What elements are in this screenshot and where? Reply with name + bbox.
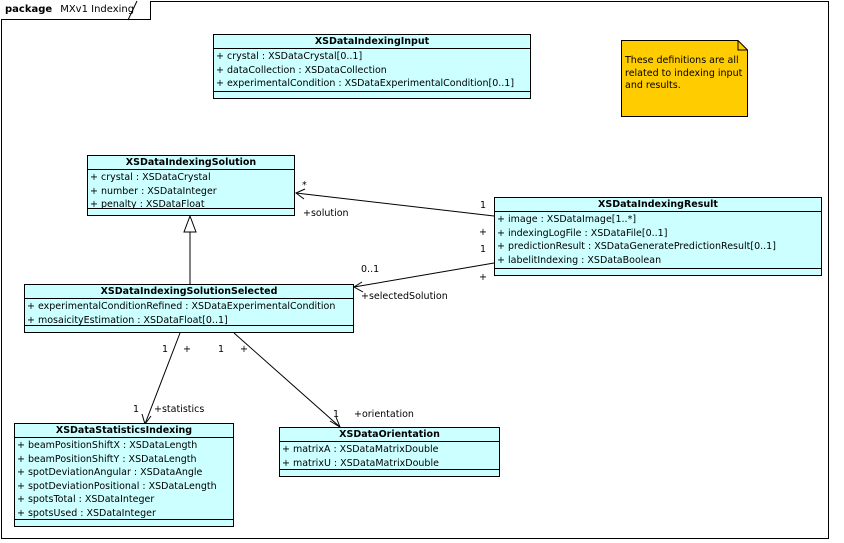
orientation-role-label: +orientation xyxy=(354,409,414,420)
solution-arrowhead xyxy=(295,188,306,200)
solution-association-line xyxy=(295,192,495,217)
attribute: + labelitIndexing : XSDataBoolean xyxy=(497,254,662,266)
operations-compartment xyxy=(15,519,233,526)
attribute: + beamPositionShiftY : XSDataLength xyxy=(17,453,197,465)
orientation-association-line xyxy=(233,332,341,428)
orientation-target-multiplicity: 1 xyxy=(333,409,340,420)
attribute: + experimentalConditionRefined : XSDataE… xyxy=(27,301,336,312)
attribute: + penalty : XSDataFloat xyxy=(90,199,205,210)
selected-solution-target-multiplicity: 0..1 xyxy=(361,264,380,275)
attribute: + spotsUsed : XSDataInteger xyxy=(17,507,156,519)
generalization-arrowhead xyxy=(183,214,197,233)
solution-source-visibility: + xyxy=(479,227,487,238)
operations-compartment xyxy=(495,268,821,275)
attribute: + dataCollection : XSDataCollection xyxy=(216,64,387,76)
class-name: XSDataIndexingSolution xyxy=(88,156,294,170)
statistics-association-line xyxy=(144,332,181,425)
attribute: + matrixA : XSDataMatrixDouble xyxy=(282,444,439,455)
attribute: + mosaicityEstimation : XSDataFloat[0..1… xyxy=(27,314,228,326)
class-xsdatastatisticsindexing[interactable]: XSDataStatisticsIndexing + beamPositionS… xyxy=(14,423,234,527)
class-name: XSDataOrientation xyxy=(280,428,499,442)
class-name: XSDataIndexingResult xyxy=(495,198,821,212)
operations-compartment xyxy=(25,325,353,332)
selected-solution-association-line xyxy=(353,262,495,288)
statistics-role-label: +statistics xyxy=(154,404,205,415)
operations-compartment xyxy=(214,91,530,98)
package-frame xyxy=(1,1,829,539)
class-xsdataindexingresult[interactable]: XSDataIndexingResult + image : XSDataIma… xyxy=(494,197,822,276)
solution-target-multiplicity: * xyxy=(302,180,307,191)
attribute: + beamPositionShiftX : XSDataLength xyxy=(17,440,198,451)
attribute: + crystal : XSDataCrystal[0..1] xyxy=(216,51,363,62)
package-name: MXv1 Indexing xyxy=(60,4,135,15)
class-name: XSDataIndexingSolutionSelected xyxy=(25,285,353,299)
statistics-source-visibility: + xyxy=(183,344,191,355)
attribute: + indexingLogFile : XSDataFile[0..1] xyxy=(497,227,668,239)
selected-solution-arrowhead xyxy=(353,281,364,293)
attribute: + crystal : XSDataCrystal xyxy=(90,172,211,183)
attribute: + spotDeviationAngular : XSDataAngle xyxy=(17,467,203,478)
class-name: XSDataStatisticsIndexing xyxy=(15,424,233,438)
operations-compartment xyxy=(88,208,294,215)
class-xsdataorientation[interactable]: XSDataOrientation + matrixA : XSDataMatr… xyxy=(279,427,500,477)
package-tab: package MXv1 Indexing xyxy=(1,1,152,20)
statistics-source-multiplicity: 1 xyxy=(162,344,169,355)
orientation-source-multiplicity: 1 xyxy=(218,344,225,355)
attribute: + experimentalCondition : XSDataExperime… xyxy=(216,78,515,89)
attribute: + image : XSDataImage[1..*] xyxy=(497,214,637,225)
class-xsdataindexingsolutionselected[interactable]: XSDataIndexingSolutionSelected + experim… xyxy=(24,284,354,333)
class-name: XSDataIndexingInput xyxy=(214,35,530,49)
solution-role-label: +solution xyxy=(303,208,349,219)
package-keyword: package xyxy=(5,4,53,15)
attribute: + spotsTotal : XSDataInteger xyxy=(17,494,155,505)
orientation-source-visibility: + xyxy=(240,344,248,355)
class-xsdataindexingsolution[interactable]: XSDataIndexingSolution + crystal : XSDat… xyxy=(87,155,295,216)
solution-source-multiplicity: 1 xyxy=(480,200,487,211)
note-shape xyxy=(621,40,748,117)
note-text: These definitions are all related to ind… xyxy=(625,55,743,91)
class-xsdataindexinginput[interactable]: XSDataIndexingInput + crystal : XSDataCr… xyxy=(213,34,531,99)
attribute: + spotDeviationPositional : XSDataLength xyxy=(17,480,217,492)
selected-solution-source-visibility: + xyxy=(479,272,487,283)
operations-compartment xyxy=(280,469,499,476)
statistics-target-multiplicity: 1 xyxy=(133,404,140,415)
selected-solution-source-multiplicity: 1 xyxy=(480,244,487,255)
attribute: + number : XSDataInteger xyxy=(90,185,217,197)
attribute: + predictionResult : XSDataGeneratePredi… xyxy=(497,241,776,252)
selected-solution-role-label: +selectedSolution xyxy=(361,291,448,302)
attribute: + matrixU : XSDataMatrixDouble xyxy=(282,457,439,469)
